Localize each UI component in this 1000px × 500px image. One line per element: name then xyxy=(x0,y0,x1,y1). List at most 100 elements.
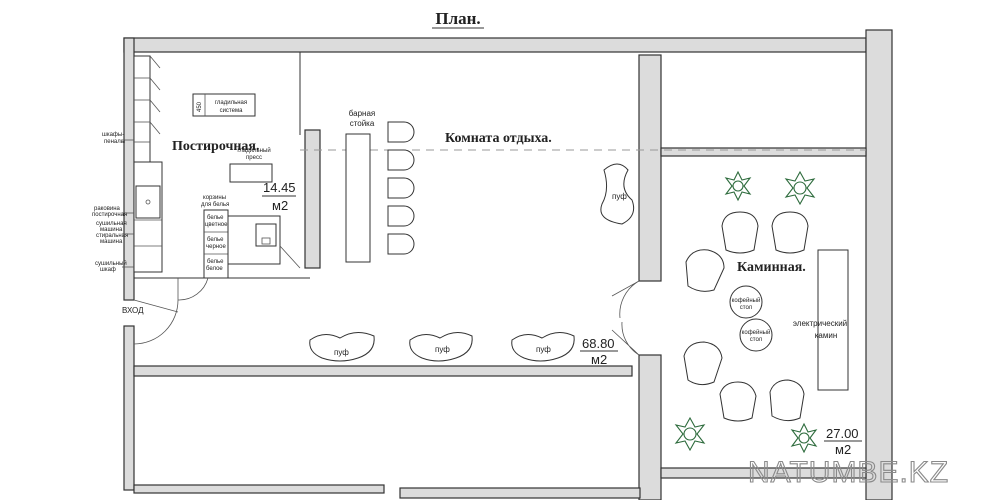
pouf xyxy=(511,332,575,362)
fireplace-furniture: электрический камин кофейный стол кофейн… xyxy=(674,170,849,454)
cabinet-door-swing xyxy=(149,55,161,69)
room-unit-fireplace: м2 xyxy=(835,442,851,457)
pouf xyxy=(409,332,473,362)
entrance-label: ВХОД xyxy=(122,306,144,315)
ironing-system-size: 450 xyxy=(197,101,203,112)
drying-cabinet-label: шкаф xyxy=(100,267,116,273)
utility-sink xyxy=(255,223,277,247)
pouf-label: пуф xyxy=(536,345,551,354)
lounge-furniture: барная стойка пуф пуф пуф пуф xyxy=(309,109,640,362)
laundry-baskets xyxy=(203,209,229,279)
pouf xyxy=(600,163,635,225)
ironing-press-label: гладильный xyxy=(237,147,270,154)
fireplace-unit-label: камин xyxy=(815,331,838,340)
washer-label: сушильная xyxy=(96,221,127,227)
sink xyxy=(135,185,161,219)
fireplace-top-wall xyxy=(660,147,867,157)
drying-cabinet-label: сушильный xyxy=(95,260,127,267)
walls xyxy=(123,29,893,500)
coffee-table-label: кофейный xyxy=(742,329,771,336)
sink-label: раковина xyxy=(94,206,121,212)
entrance-door-swing xyxy=(133,299,179,345)
laundry-furniture: 450 гладильная система гладильный пресс xyxy=(133,55,301,279)
linen-white-label: белье xyxy=(207,259,224,265)
plan-title: План. xyxy=(435,9,480,28)
plant-icon xyxy=(790,422,818,454)
ironing-system-label: гладильная xyxy=(215,100,247,106)
bar-stool xyxy=(387,149,415,171)
fireplace-bottom-wall xyxy=(660,467,867,479)
bar-stool xyxy=(387,205,415,227)
ironing-system-label: система xyxy=(220,108,243,114)
bar-counter-label: стойка xyxy=(350,119,375,128)
linen-black-label: белье xyxy=(207,237,224,243)
coffee-table-label: стол xyxy=(750,337,763,343)
laundry-door-swing xyxy=(177,277,209,301)
bar-stool xyxy=(387,177,415,199)
washer-label: машина xyxy=(100,239,123,245)
armchair xyxy=(719,381,757,422)
top-wall xyxy=(123,37,867,53)
bar-counter xyxy=(345,133,371,263)
plant-icon xyxy=(674,416,706,452)
sink-drain xyxy=(145,199,151,205)
cabinets-column xyxy=(133,55,151,163)
linen-color-label: цветное xyxy=(205,222,228,228)
watermark: NATUMBE.KZ xyxy=(748,456,949,489)
ironing-system xyxy=(192,93,256,117)
entrance: ВХОД xyxy=(122,277,209,345)
plant-icon xyxy=(784,170,816,206)
pouf-label: пуф xyxy=(435,345,450,354)
lounge-labels: Комната отдыха. 68.80 м2 xyxy=(445,131,618,367)
plant-icon xyxy=(724,170,752,202)
sink-label: постирочная xyxy=(92,212,127,218)
cabinet-door-swing xyxy=(149,77,161,91)
lounge-door-swing xyxy=(611,280,640,319)
fireplace-labels: Каминная. 27.00 м2 xyxy=(737,260,862,457)
coffee-table xyxy=(739,318,773,352)
bottom-left-wall xyxy=(133,484,385,494)
laundry-wall xyxy=(304,129,321,269)
room-name-laundry: Постирочная. xyxy=(172,139,260,154)
room-area-fireplace: 27.00 xyxy=(826,426,859,441)
left-wall-lower xyxy=(123,325,135,491)
coffee-table-label: кофейный xyxy=(732,297,761,304)
room-area-laundry: 14.45 xyxy=(263,180,296,195)
lounge-door-swing xyxy=(611,321,640,356)
room-name-fireplace: Каминная. xyxy=(737,260,806,275)
partition-lounge-fireplace-lower xyxy=(638,354,662,500)
pouf-label: пуф xyxy=(334,348,349,357)
armchair xyxy=(721,211,759,254)
linen-white-label: белое xyxy=(206,266,223,272)
room-unit-laundry: м2 xyxy=(272,198,288,213)
pouf xyxy=(309,332,375,362)
cabinets-label: шкафы- xyxy=(102,132,124,138)
bottom-wall xyxy=(133,365,633,377)
room-unit-lounge: м2 xyxy=(591,352,607,367)
armchair xyxy=(683,341,723,386)
linen-color-label: белье xyxy=(207,215,224,221)
laundry-labels: Постирочная. 14.45 м2 шкафы- пеналы рако… xyxy=(92,132,296,273)
fireplace-unit-label: электрический xyxy=(793,319,847,328)
washer-label: машина xyxy=(100,227,123,233)
utility-sink-drain xyxy=(261,237,271,245)
cabinet-door-swing xyxy=(149,121,161,135)
right-outer-wall xyxy=(865,29,893,500)
room-area-lounge: 68.80 xyxy=(582,336,615,351)
ironing-press-label: пресс xyxy=(246,155,262,161)
armchair xyxy=(685,249,725,292)
room-name-lounge: Комната отдыха. xyxy=(445,131,552,146)
coffee-table xyxy=(729,285,763,319)
bar-counter-label: барная xyxy=(349,109,376,118)
cabinets-label: пеналы xyxy=(104,139,125,145)
baskets-label: для белья xyxy=(201,202,229,208)
baskets-label: корзины xyxy=(203,195,226,201)
bar-stool xyxy=(387,121,415,143)
bar-stool xyxy=(387,233,415,255)
washer-label: стиральная xyxy=(96,233,128,239)
linen-black-label: черное xyxy=(206,244,226,250)
armchair xyxy=(771,211,809,254)
laundry-door-swing xyxy=(279,245,301,269)
electric-fireplace xyxy=(817,249,849,391)
